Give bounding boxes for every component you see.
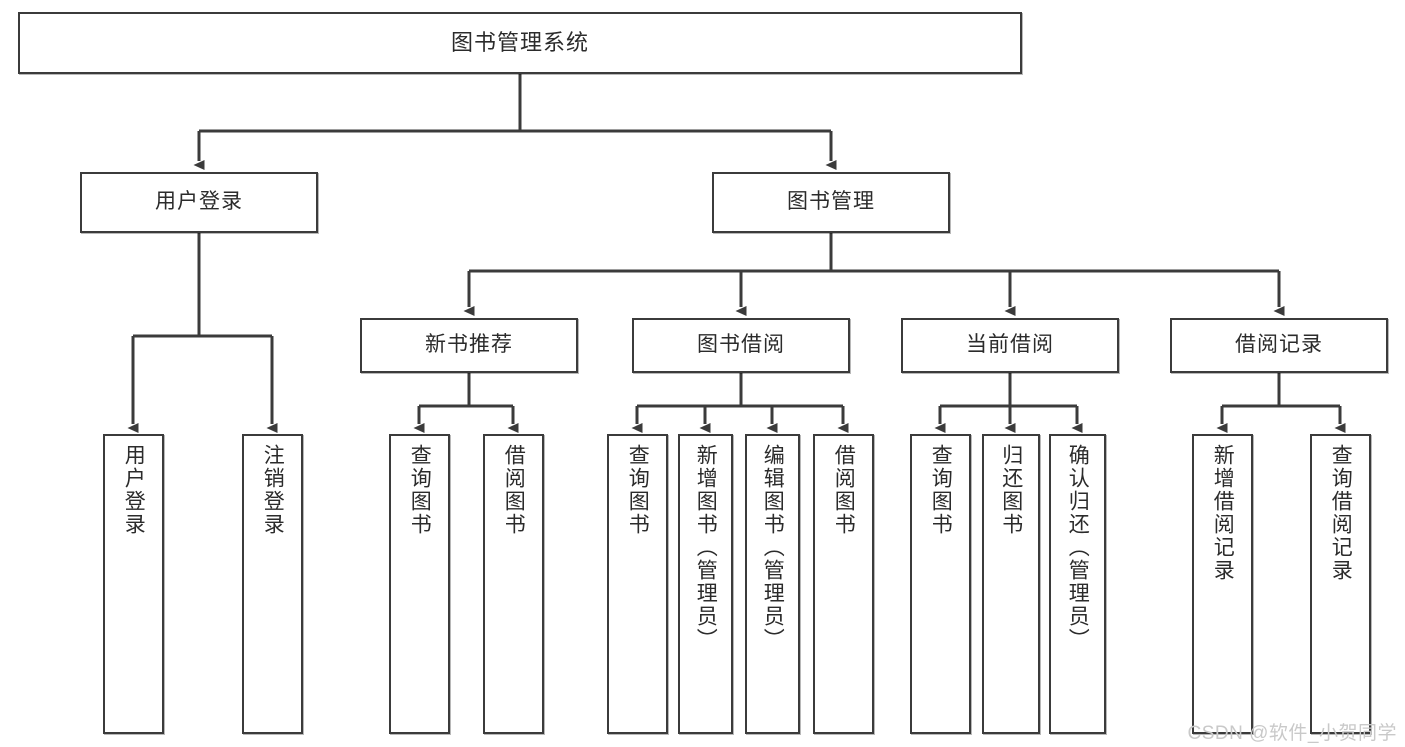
- node-leaf-confirm-return[interactable]: 确认归还（管理员）: [1049, 434, 1106, 734]
- node-label: 图书管理系统: [450, 30, 589, 56]
- node-leaf-query-record[interactable]: 查询借阅记录: [1310, 434, 1371, 734]
- node-leaf-query-book-2[interactable]: 查询图书: [607, 434, 668, 734]
- node-book-manage[interactable]: 图书管理: [712, 172, 950, 233]
- node-label: 新增借阅记录: [1211, 444, 1235, 582]
- node-new-book-recommend[interactable]: 新书推荐: [360, 318, 578, 373]
- node-leaf-edit-book[interactable]: 编辑图书（管理员）: [745, 434, 800, 734]
- node-label: 图书借阅: [697, 333, 785, 357]
- node-label: 用户登录: [155, 190, 243, 214]
- node-label: 当前借阅: [966, 333, 1054, 357]
- node-label: 用户登录: [122, 444, 146, 536]
- node-label: 借阅图书: [832, 444, 856, 536]
- node-book-borrow[interactable]: 图书借阅: [632, 318, 850, 373]
- node-label: 借阅记录: [1235, 333, 1323, 357]
- node-user-login[interactable]: 用户登录: [80, 172, 318, 233]
- node-leaf-user-login[interactable]: 用户登录: [103, 434, 164, 734]
- node-label: 注销登录: [261, 444, 285, 536]
- node-leaf-logout[interactable]: 注销登录: [242, 434, 303, 734]
- node-leaf-query-book-3[interactable]: 查询图书: [910, 434, 971, 734]
- node-leaf-borrow-book-1[interactable]: 借阅图书: [483, 434, 544, 734]
- node-label: 查询图书: [929, 444, 953, 536]
- node-root-system[interactable]: 图书管理系统: [18, 12, 1022, 74]
- node-label: 新书推荐: [425, 333, 513, 357]
- node-label: 归还图书: [999, 444, 1023, 536]
- node-leaf-query-book-1[interactable]: 查询图书: [389, 434, 450, 734]
- node-label: 确认归还（管理员）: [1066, 444, 1090, 651]
- node-leaf-add-record[interactable]: 新增借阅记录: [1192, 434, 1253, 734]
- node-leaf-borrow-book-2[interactable]: 借阅图书: [813, 434, 874, 734]
- node-label: 编辑图书（管理员）: [761, 444, 785, 651]
- node-label: 新增图书（管理员）: [694, 444, 718, 651]
- node-label: 查询借阅记录: [1329, 444, 1353, 582]
- node-leaf-return-book[interactable]: 归还图书: [982, 434, 1040, 734]
- csdn-watermark: CSDN @软件_小贺同学: [1187, 723, 1397, 744]
- node-current-borrow[interactable]: 当前借阅: [901, 318, 1119, 373]
- node-leaf-add-book[interactable]: 新增图书（管理员）: [678, 434, 733, 734]
- node-label: 借阅图书: [502, 444, 526, 536]
- node-label: 查询图书: [408, 444, 432, 536]
- node-label: 查询图书: [626, 444, 650, 536]
- node-label: 图书管理: [787, 190, 875, 214]
- node-borrow-record[interactable]: 借阅记录: [1170, 318, 1388, 373]
